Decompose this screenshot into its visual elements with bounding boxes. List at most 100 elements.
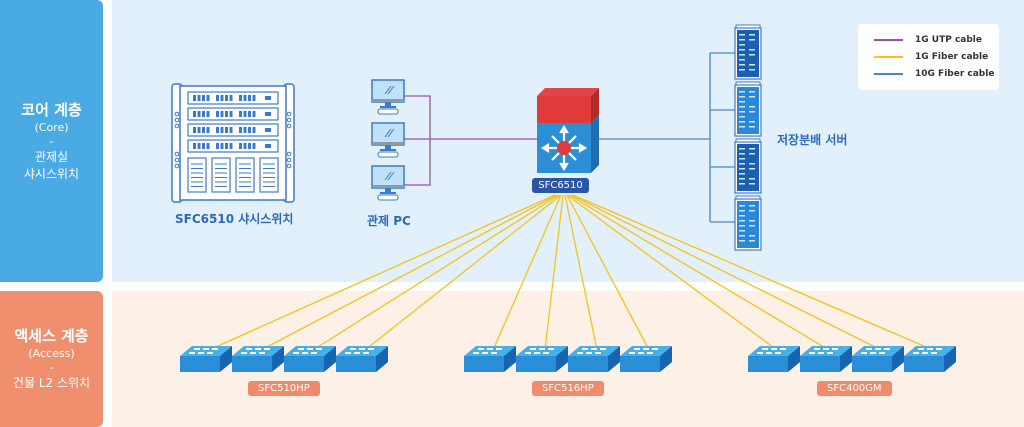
port — [220, 95, 224, 101]
port — [193, 95, 196, 101]
port — [252, 143, 256, 149]
line-card — [187, 139, 279, 153]
port — [197, 95, 201, 101]
fiber-link — [492, 194, 562, 351]
access-group-label-2: SFC516HP — [532, 381, 604, 396]
port — [202, 95, 205, 101]
port — [265, 96, 271, 100]
line-card — [187, 107, 279, 121]
port — [239, 111, 242, 117]
port — [197, 127, 201, 133]
access-group-label-3: SFC400GM — [817, 381, 892, 396]
legend-item: 1G Fiber cable — [874, 52, 988, 62]
core-switch-icon — [537, 88, 599, 173]
port — [229, 111, 233, 117]
port — [239, 127, 242, 133]
port — [248, 127, 251, 133]
access-layer-dash: - — [49, 361, 54, 374]
port — [202, 127, 205, 133]
port — [202, 111, 205, 117]
control-pc-label: 관제 PC — [367, 214, 411, 228]
legend-item: 10G Fiber cable — [874, 69, 994, 79]
core-layer-subtitle: (Core) — [34, 120, 69, 134]
storage-server-icon — [734, 81, 762, 137]
power-module — [259, 157, 279, 193]
port — [243, 143, 247, 149]
line-card — [187, 91, 279, 105]
links — [208, 52, 934, 351]
legend-swatch-10g-fiber — [874, 73, 903, 75]
power-module — [235, 157, 255, 193]
port — [239, 143, 242, 149]
legend-label: 1G UTP cable — [915, 35, 982, 45]
access-switch-icon — [516, 346, 568, 372]
legend-swatch-1g-fiber — [874, 56, 903, 58]
pc-icon — [371, 79, 405, 115]
port — [252, 95, 256, 101]
storage-server-icon — [734, 195, 762, 251]
port — [216, 111, 219, 117]
port — [248, 143, 251, 149]
fiber-link — [568, 194, 830, 351]
legend-item: 1G UTP cable — [874, 35, 982, 45]
access-switch-icon — [620, 346, 672, 372]
access-switch-icon — [568, 346, 620, 372]
port — [220, 143, 224, 149]
power-module — [211, 157, 231, 193]
access-layer-label: 액세스 계층 (Access) - 건물 L2 스위치 — [0, 291, 103, 427]
legend-swatch-utp — [874, 39, 903, 41]
fiber-link — [208, 194, 556, 351]
core-layer-label: 코어 계층 (Core) - 관제실 샤시스위치 — [0, 0, 103, 282]
access-layer-desc: 건물 L2 스위치 — [12, 376, 91, 390]
core-layer-desc-2: 샤시스위치 — [23, 166, 80, 181]
fiber-link — [572, 194, 934, 351]
fiber-link — [364, 194, 562, 351]
port — [193, 111, 196, 117]
port — [206, 111, 210, 117]
fiber-link — [564, 194, 598, 351]
port — [206, 95, 210, 101]
legend-label: 1G Fiber cable — [915, 52, 989, 62]
port — [229, 95, 233, 101]
fiber-link — [566, 194, 778, 351]
port — [252, 111, 256, 117]
port — [197, 111, 201, 117]
core-layer-title: 코어 계층 — [21, 100, 82, 119]
port — [202, 143, 205, 149]
access-switch-icon — [748, 346, 800, 372]
port — [225, 143, 228, 149]
port — [193, 143, 196, 149]
core-switch-label: SFC6510 — [532, 178, 589, 193]
port — [220, 111, 224, 117]
access-switch-icon — [852, 346, 904, 372]
port — [243, 127, 247, 133]
power-module — [187, 157, 207, 193]
port — [229, 143, 233, 149]
access-switch-icon — [336, 346, 388, 372]
core-layer-dash: - — [49, 134, 54, 148]
storage-label: 저장분배 서버 — [777, 133, 848, 147]
port — [248, 111, 251, 117]
fiber-link — [566, 194, 650, 351]
port — [197, 143, 201, 149]
port — [229, 127, 233, 133]
chassis-label: SFC6510 샤시스위치 — [175, 212, 294, 226]
access-layer-subtitle: (Access) — [28, 347, 75, 360]
port — [216, 95, 219, 101]
port — [206, 143, 210, 149]
access-switch-icon — [180, 346, 232, 372]
fiber-link — [544, 194, 564, 351]
port — [206, 127, 210, 133]
port — [265, 144, 271, 148]
port — [193, 127, 196, 133]
core-layer-desc-1: 관제실 — [34, 149, 69, 164]
port — [243, 111, 247, 117]
port — [216, 143, 219, 149]
chassis-switch-icon — [171, 83, 295, 203]
port — [265, 112, 271, 116]
port — [252, 127, 256, 133]
fiber-link — [312, 194, 560, 351]
port — [220, 127, 224, 133]
access-switch-icon — [904, 346, 956, 372]
